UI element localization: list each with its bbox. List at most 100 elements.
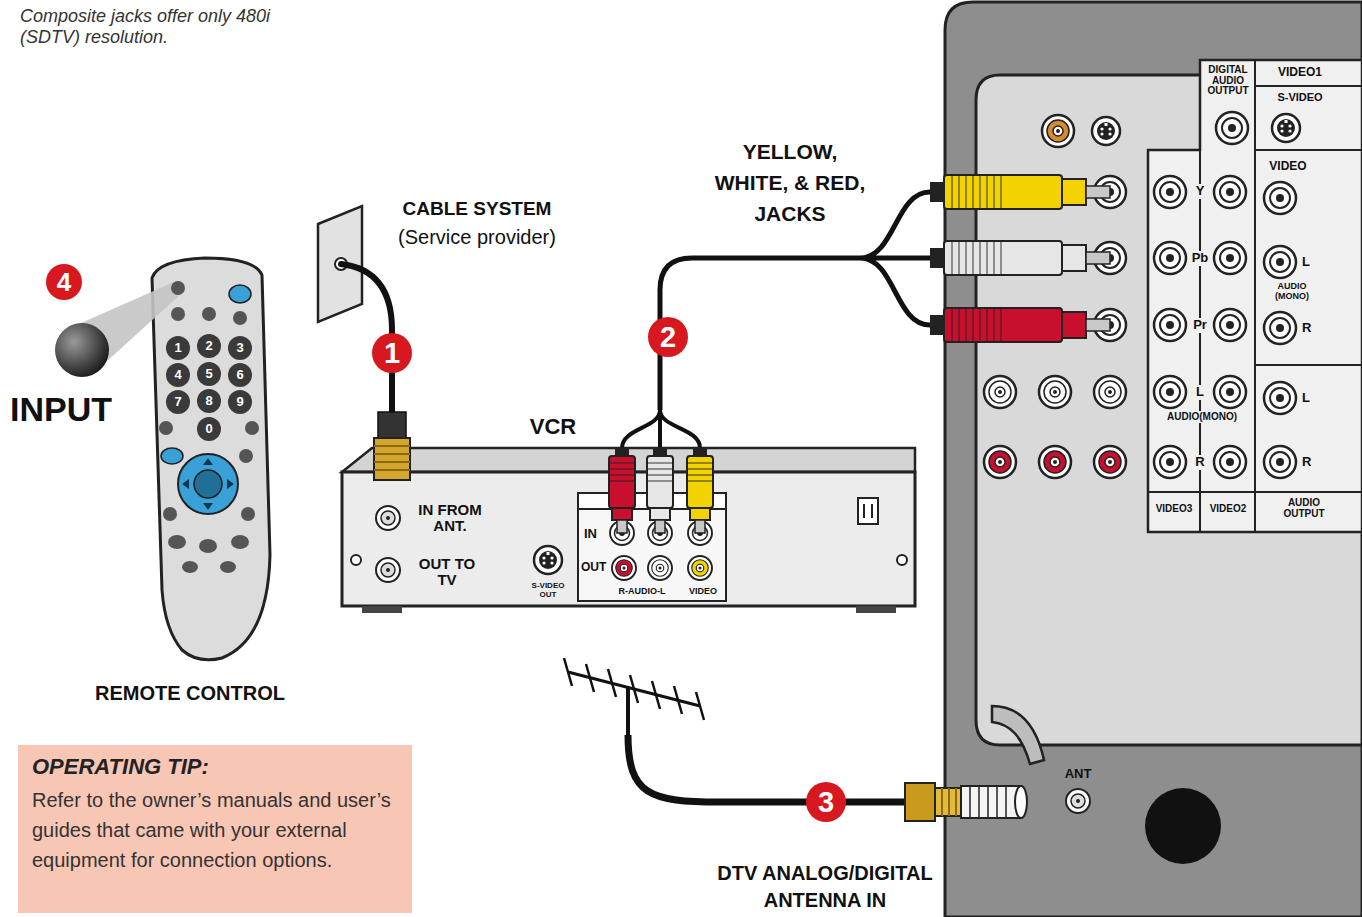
vcr-illustration <box>648 556 672 580</box>
antenna-illustration <box>970 786 1006 818</box>
source-title: CABLE SYSTEM <box>372 198 582 220</box>
note-text: Composite jacks offer only 480i (SDTV) r… <box>20 6 275 47</box>
remote-illustration <box>55 258 270 660</box>
button-digit: 8 <box>198 390 220 412</box>
remote-illustration <box>241 507 255 521</box>
tip-heading: OPERATING TIP: <box>32 753 398 781</box>
antenna-illustration <box>905 783 935 821</box>
vcr-illustration <box>351 555 361 565</box>
tv-jacks <box>1154 376 1186 408</box>
vcr-illustration <box>858 498 878 524</box>
remote-illustration <box>166 363 190 387</box>
tv-jacks <box>1264 182 1296 214</box>
av-cable <box>609 447 635 533</box>
device-title: VCR <box>513 414 593 439</box>
remote-illustration <box>228 390 252 414</box>
jack-label: Pr <box>1189 318 1211 333</box>
antenna-illustration <box>626 688 630 735</box>
antenna-illustration <box>961 786 1021 818</box>
remote-illustration <box>228 336 252 360</box>
callout-number: 2 <box>648 317 688 357</box>
remote-illustration <box>220 561 236 573</box>
tv-jacks <box>1094 446 1126 478</box>
remote-illustration <box>197 334 221 358</box>
tv-jacks <box>1264 246 1296 278</box>
antenna-illustration <box>935 788 961 816</box>
remote-illustration <box>159 421 173 435</box>
vcr-illustration <box>648 556 672 580</box>
tv-jacks <box>1214 309 1246 341</box>
tv-jacks <box>1214 446 1246 478</box>
tv-jacks <box>1264 312 1296 344</box>
remote-illustration <box>166 336 190 360</box>
av-cable <box>930 175 1110 209</box>
jack-label: VIDEO <box>1258 160 1318 174</box>
remote-illustration <box>182 458 234 510</box>
antenna-illustration <box>564 658 704 720</box>
cable-wall-plate <box>374 446 410 470</box>
tv-jacks <box>1216 112 1248 144</box>
jack-label: VIDEO3 <box>1149 503 1199 515</box>
input-label: INPUT <box>10 390 130 429</box>
button-digit: 3 <box>229 337 251 359</box>
jack-label: Y <box>1191 184 1209 199</box>
callout-number: 3 <box>806 782 846 822</box>
remote-illustration <box>171 281 185 295</box>
vcr-illustration <box>856 606 896 613</box>
tv-jacks <box>1154 176 1186 208</box>
button-digit: 2 <box>198 335 220 357</box>
button-digit: 5 <box>198 363 220 385</box>
jack-label: R <box>1302 321 1316 336</box>
remote-illustration <box>239 449 253 463</box>
jack-label: R-AUDIO-L <box>611 586 673 596</box>
vcr-illustration <box>612 556 636 580</box>
jack-label: ANT <box>1058 767 1098 782</box>
cable-title: YELLOW, WHITE, & RED, JACKS <box>708 136 873 229</box>
jack-label: AUDIO (MONO) <box>1261 281 1323 301</box>
remote-illustration <box>199 539 217 553</box>
antenna-illustration <box>942 788 956 816</box>
button-digit: 7 <box>167 391 189 413</box>
callout-number: 1 <box>372 333 412 373</box>
vcr-illustration <box>688 556 712 580</box>
remote-illustration <box>197 362 221 386</box>
tip-box: OPERATING TIP: Refer to the owner’s manua… <box>18 745 412 913</box>
tv-jacks <box>1154 309 1186 341</box>
remote-illustration <box>182 561 198 573</box>
vcr-illustration <box>688 556 712 580</box>
tv-jacks <box>1042 115 1074 147</box>
remote-illustration <box>202 307 216 321</box>
button-digit: 6 <box>229 364 251 386</box>
tv-back-panel <box>945 2 1362 917</box>
tv-jacks <box>1214 242 1246 274</box>
jack-label: S-VIDEO <box>1260 91 1340 104</box>
tv-back-panel <box>1148 60 1362 532</box>
jack-label: Pb <box>1189 251 1211 266</box>
device-caption: REMOTE CONTROL <box>70 682 310 705</box>
remote-illustration <box>152 258 270 660</box>
tv-jacks <box>1094 376 1126 408</box>
jack-label: IN FROM ANT. <box>408 502 492 534</box>
tv-jacks <box>1272 114 1300 142</box>
tv-jacks <box>1039 446 1071 478</box>
tv-jacks <box>984 446 1016 478</box>
vcr-illustration <box>897 555 907 565</box>
remote-illustration <box>194 470 222 498</box>
remote-illustration <box>245 421 259 435</box>
remote-illustration <box>55 323 109 377</box>
remote-illustration <box>178 454 238 514</box>
cable-wall-plate <box>374 438 410 480</box>
jack-label: IN <box>584 527 606 542</box>
tv-jacks <box>1264 382 1296 414</box>
av-cable <box>609 175 1110 533</box>
antenna-illustration <box>564 658 1027 821</box>
jack-label: OUT TO TV <box>411 556 483 588</box>
cable-wall-plate <box>378 412 406 438</box>
vcr-illustration <box>864 504 872 518</box>
remote-illustration <box>163 507 177 521</box>
jack-label: L <box>1192 385 1208 400</box>
remote-illustration <box>228 363 252 387</box>
tip-body: Refer to the owner’s manuals and user’s … <box>32 785 398 875</box>
tv-jacks <box>1145 788 1221 864</box>
